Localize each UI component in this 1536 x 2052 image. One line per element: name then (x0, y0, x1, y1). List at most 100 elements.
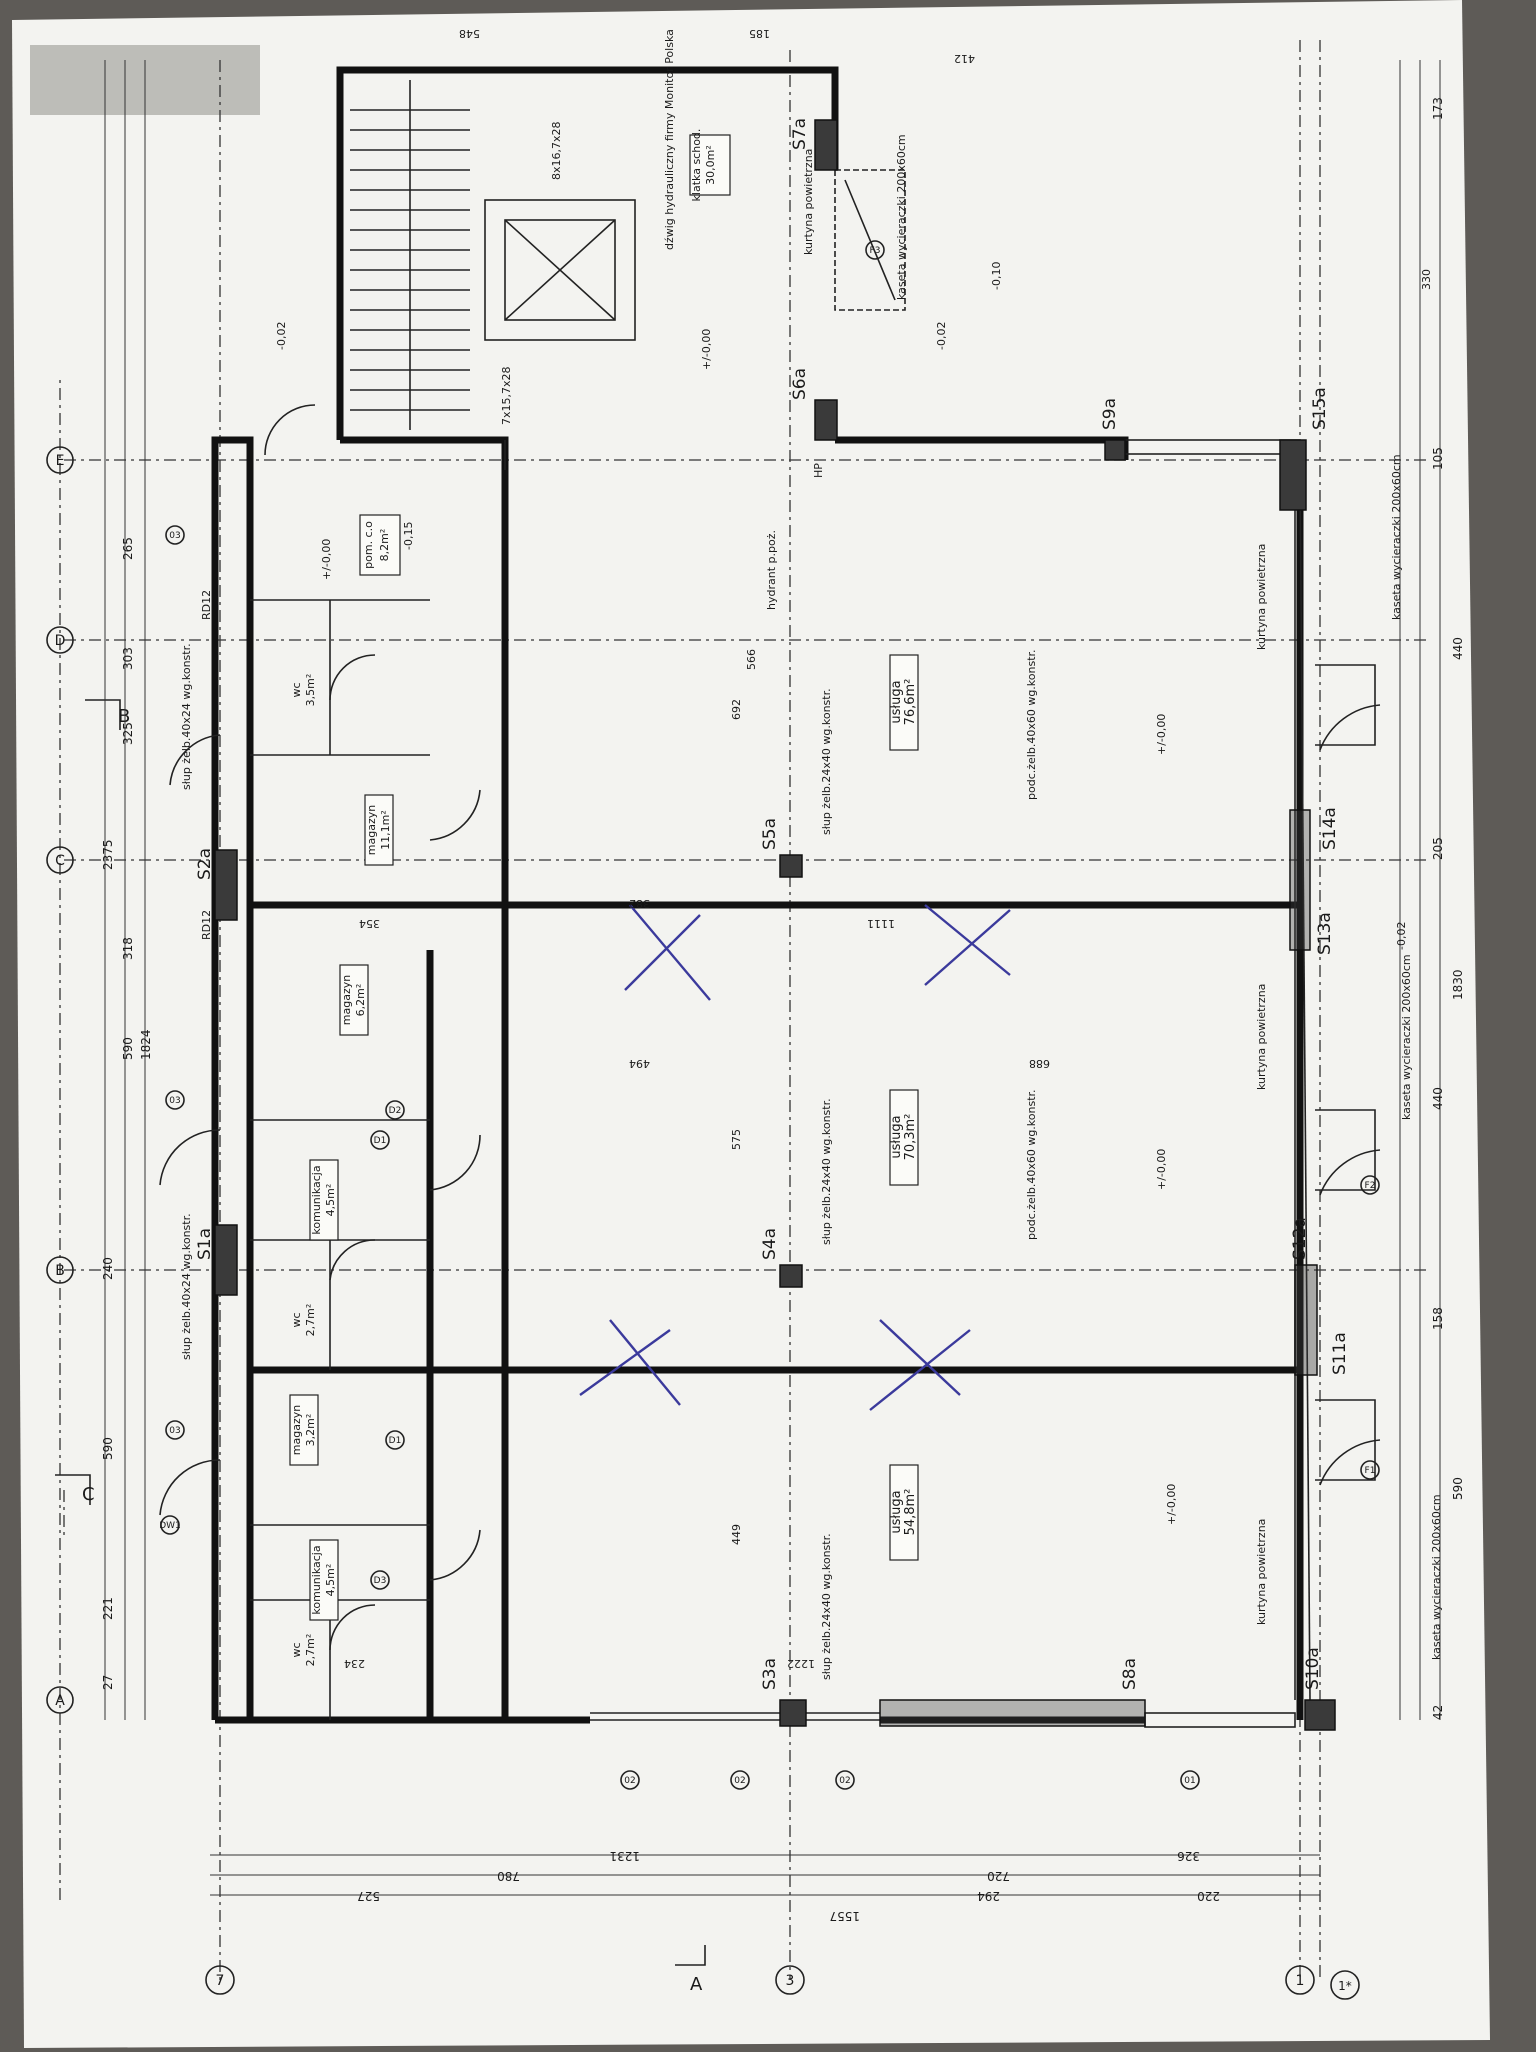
label-s8a: S8a (1120, 1658, 1140, 1690)
level-m002-1: -0,02 (275, 322, 288, 350)
section-marker-a: A (690, 1974, 703, 1995)
air-curtain-4: kurtyna powietrzna (802, 149, 815, 255)
room-3-area: 76,6m² (903, 679, 918, 726)
column-s6a (814, 399, 838, 441)
dim-left-5: 326 (1177, 1849, 1200, 1863)
door-tag-d1a: D1 (374, 1136, 387, 1146)
room-mag2-name: magazyn (340, 975, 353, 1025)
door-tag-d1b: D1 (389, 1436, 402, 1446)
door-tag-03a: 03 (169, 1426, 180, 1436)
annotations: dźwig hydrauliczny firmy Monitor Polska … (180, 29, 1443, 1680)
dimension-chains (104, 60, 1441, 1896)
room-mag1-area: 11,1m² (379, 810, 392, 850)
dim-left-1: 780 (497, 1869, 520, 1883)
dim-bottom-7: 42 (1431, 1705, 1445, 1720)
section-marker-b: B (118, 706, 130, 727)
column-note-s2: słup żelb.40x24 wg.konstr. (180, 643, 193, 790)
label-s15a: S15a (1310, 387, 1330, 430)
door-tag-02c: 02 (839, 1776, 850, 1786)
mat-note-1: kaseta wycieraczki 200x60cm (1390, 454, 1403, 620)
level-zero-1: +/-0,00 (1155, 714, 1168, 755)
dim-left-3: 1557 (829, 1909, 860, 1923)
stair-core (350, 80, 636, 430)
dim-bottom-1: 590 (1451, 1477, 1465, 1500)
column-s15a (1279, 439, 1307, 511)
trdim-0: 548 (459, 27, 480, 40)
hydrant-note: hydrant p.poż. (765, 530, 778, 610)
structural-columns (214, 119, 1336, 1731)
axis-number-1-star: 1* (1338, 1979, 1352, 1993)
axis-letter-a: A (55, 1693, 65, 1709)
column-s11a (1294, 1264, 1318, 1376)
room-mag3-name: magazyn (290, 1405, 303, 1455)
dim-bottom-6: 173 (1431, 97, 1445, 120)
axis-number-1: 1 (1296, 1973, 1305, 1989)
grid-lines-vertical (59, 380, 1430, 1900)
label-s3a: S3a (760, 1658, 780, 1690)
level-zero-2: +/-0,00 (1155, 1149, 1168, 1190)
level-m015: -0,15 (402, 522, 415, 550)
elevator-note: dźwig hydrauliczny firmy Monitor Polska (663, 29, 676, 250)
level-zero-3: +/-0,00 (1165, 1484, 1178, 1525)
idim-6: 688 (1029, 1057, 1050, 1070)
paper (12, 0, 1490, 2048)
trdim-1: 185 (749, 27, 770, 40)
column-s10a (1304, 1699, 1336, 1731)
dim-top-4: 318 (121, 937, 135, 960)
room-labels: usługa 54,8m² usługa 70,3m² usługa 76,6m… (289, 129, 919, 1667)
label-s2a: S2a (195, 848, 215, 880)
label-s4a: S4a (760, 1228, 780, 1260)
dim-bottom-8: 440 (1451, 637, 1465, 660)
dim-left-6: 220 (1197, 1889, 1220, 1903)
mat-note-2: kaseta wycieraczki 200x60cm (1400, 954, 1413, 1120)
air-curtain-1: kurtyna powietrzna (1255, 544, 1268, 650)
rd-note-2: RD12 (200, 910, 213, 940)
label-s10a: S10a (1303, 1647, 1323, 1690)
room-wc3-area: 2,7m² (304, 1634, 317, 1667)
column-s8a (879, 1699, 1146, 1727)
dim-top-3: 590 (121, 1037, 135, 1060)
room-co-name: pom. c.o (362, 521, 375, 569)
room-wc1-name: wc (290, 682, 303, 697)
dim-bottom-2: 158 (1431, 1307, 1445, 1330)
section-markers: A B C (55, 699, 706, 1995)
column-s13a (1289, 809, 1311, 951)
label-s1a: S1a (195, 1228, 215, 1260)
idim-3: 566 (745, 649, 758, 670)
section-marker-c: C (82, 1484, 95, 1505)
dim-bottom-0: 1830 (1451, 969, 1465, 1000)
room-kom2-name: komunikacja (310, 1545, 323, 1614)
stairs-note-1: 8x16,7x28 (550, 121, 563, 180)
door-tag-f1: F1 (1365, 1466, 1376, 1476)
dim-top-2: 240 (101, 1257, 115, 1280)
axis-letter-b: B (55, 1263, 65, 1279)
axis-numbers: 7 3 1 1* (205, 1965, 1360, 2000)
dim-left-chain2-5: 294 (977, 1889, 1000, 1903)
dimension-labels: 2375 221 590 240 590 318 325 303 265 27 … (101, 97, 1465, 1923)
door-tag-f3: F3 (870, 246, 881, 256)
room-kom2-area: 4,5m² (324, 1564, 337, 1597)
column-labels: S1a S2a S3a S4a S5a S6a S7a S8a S9a S10a… (195, 118, 1350, 1690)
door-tag-01: 01 (1184, 1776, 1195, 1786)
room-1-area: 54,8m² (903, 1489, 918, 1536)
dim-bottom-5: 105 (1431, 447, 1445, 470)
idim-4: 1222 (787, 1657, 815, 1670)
room-co-area: 8,2m² (378, 529, 391, 562)
room-2-area: 70,3m² (903, 1114, 918, 1161)
label-s14a: S14a (1320, 807, 1340, 850)
room-3-name: usługa (889, 680, 904, 723)
column-s3a (779, 1699, 807, 1727)
door-tag-03c: 03 (169, 531, 180, 541)
dim-top-total: 2375 (101, 839, 115, 870)
axis-letters: A B C D E (46, 446, 74, 1714)
dim-left-4: 1231 (609, 1849, 640, 1863)
room-wc3-name: wc (290, 1642, 303, 1657)
column-s2a (214, 849, 238, 921)
level-m002-2: -0,02 (935, 322, 948, 350)
door-tag-02b: 02 (734, 1776, 745, 1786)
room-mag3-area: 3,2m² (304, 1414, 317, 1447)
room-kom1-name: komunikacja (310, 1165, 323, 1234)
room-kom1-area: 4,5m² (324, 1184, 337, 1217)
idim-10: 354 (359, 917, 380, 930)
trdim-2: 412 (954, 52, 975, 65)
